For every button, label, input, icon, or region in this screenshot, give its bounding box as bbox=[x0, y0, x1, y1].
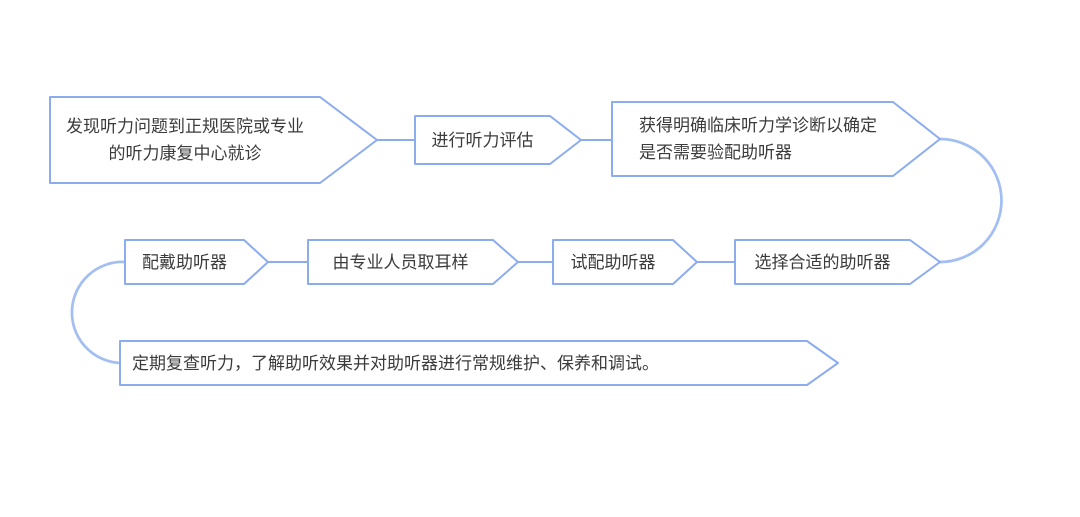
node-label: 获得明确临床听力学诊断以确定是否需要验配助听器 bbox=[639, 116, 877, 162]
node-label: 定期复查听力，了解助听效果并对助听器进行常规维护、保养和调试。 bbox=[132, 353, 659, 373]
node-clinical-diagnosis[interactable]: 获得明确临床听力学诊断以确定是否需要验配助听器 bbox=[612, 102, 893, 176]
node-hearing-assessment[interactable]: 进行听力评估 bbox=[415, 116, 550, 164]
node-label: 进行听力评估 bbox=[431, 130, 534, 150]
node-shape-wear-hearing-aid[interactable] bbox=[124, 239, 269, 285]
node-shape-regular-review[interactable] bbox=[119, 340, 839, 386]
node-label: 由专业人员取耳样 bbox=[332, 252, 469, 272]
node-label: 发现听力问题到正规医院或专业的听力康复中心就诊 bbox=[66, 117, 304, 163]
node-ear-impression[interactable]: 由专业人员取耳样 bbox=[308, 240, 493, 284]
node-shape-clinical-diagnosis[interactable] bbox=[611, 101, 941, 177]
node-shapes bbox=[49, 96, 941, 386]
node-wear-hearing-aid[interactable]: 配戴助听器 bbox=[125, 240, 244, 284]
node-shape-trial-fitting[interactable] bbox=[552, 239, 698, 285]
node-regular-review[interactable]: 定期复查听力，了解助听效果并对助听器进行常规维护、保养和调试。 bbox=[120, 341, 807, 385]
node-choose-hearing-aid[interactable]: 选择合适的助听器 bbox=[735, 240, 910, 284]
loop-connectors bbox=[70, 137, 1003, 365]
node-shape-hearing-assessment[interactable] bbox=[414, 115, 582, 165]
node-shape-choose-hearing-aid[interactable] bbox=[734, 239, 941, 285]
connector-loop-left bbox=[70, 260, 127, 365]
node-label: 试配助听器 bbox=[570, 252, 656, 272]
node-label: 选择合适的助听器 bbox=[754, 252, 891, 272]
node-trial-fitting[interactable]: 试配助听器 bbox=[553, 240, 673, 284]
node-label: 配戴助听器 bbox=[142, 252, 227, 272]
connector-loop-right bbox=[938, 137, 1003, 264]
node-shape-ear-impression[interactable] bbox=[307, 239, 519, 285]
straight-connectors bbox=[268, 139, 735, 263]
node-shape-find-problem[interactable] bbox=[49, 96, 378, 184]
node-find-problem[interactable]: 发现听力问题到正规医院或专业的听力康复中心就诊 bbox=[50, 97, 320, 183]
